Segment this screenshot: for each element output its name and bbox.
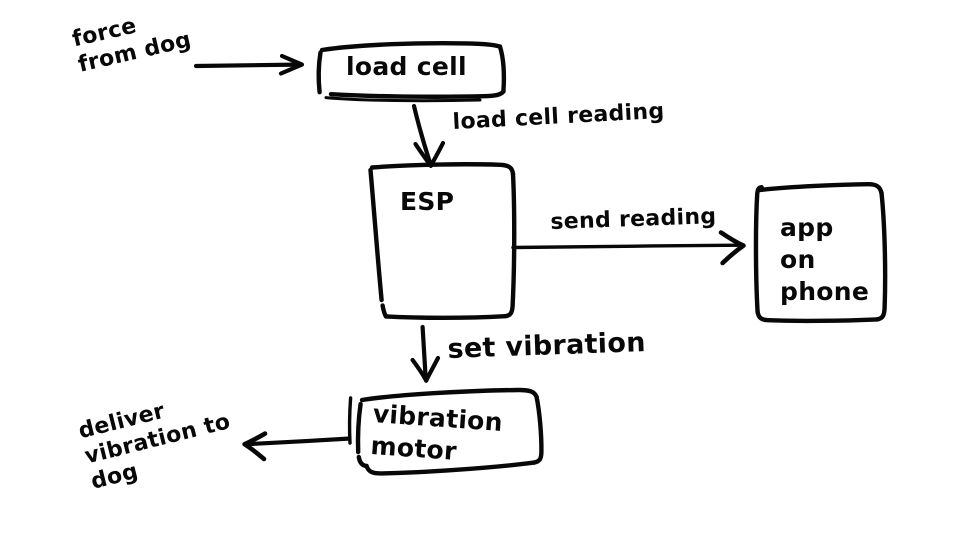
node-box-vibration-motor[interactable] — [347, 387, 544, 476]
node-label-load-cell: load cell — [346, 52, 467, 81]
node-box-esp[interactable] — [368, 162, 517, 320]
arrow-set-vibration — [410, 324, 441, 383]
arrow-force-from-dog — [193, 53, 305, 76]
node-box-app-on-phone[interactable] — [753, 181, 888, 324]
node-label-vibration-motor: vibration motor — [369, 398, 504, 466]
node-box-load-cell[interactable] — [316, 41, 507, 103]
arrow-deliver-vibration — [242, 431, 351, 462]
node-label-esp: ESP — [400, 187, 455, 216]
node-label-app-on-phone: app on phone — [780, 213, 870, 306]
arrow-load-cell-reading — [411, 103, 446, 168]
arrow-send-reading — [511, 230, 746, 266]
